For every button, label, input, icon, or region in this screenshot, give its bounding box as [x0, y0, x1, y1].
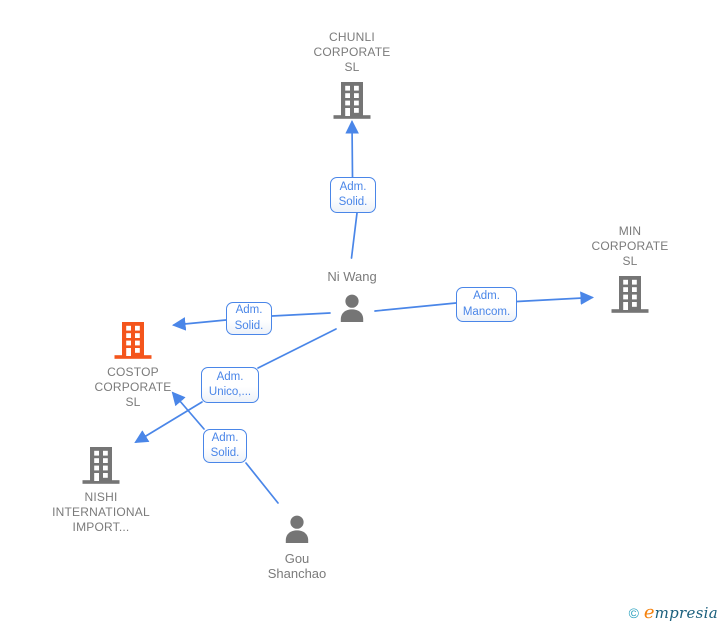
edge-label-line: Solid. [234, 319, 264, 332]
edge-niwang-nishi [134, 328, 337, 444]
company-name: CHUNLI CORPORATE SL [314, 30, 391, 75]
company-node-min[interactable]: MIN CORPORATE SL [570, 224, 690, 313]
edge-label-line: Adm. [235, 304, 263, 316]
brand-rest: mpresia [654, 604, 718, 622]
person-name-line: Shanchao [267, 566, 327, 581]
edge-label-line: Adm. [216, 370, 244, 383]
edge-label-niwang-costop[interactable]: Adm. Solid. [226, 302, 272, 335]
person-node-gou-shanchao[interactable]: Gou Shanchao [247, 515, 347, 581]
person-name: Gou Shanchao [268, 551, 327, 581]
company-name: MIN CORPORATE SL [592, 224, 669, 269]
company-name-line: COSTOP [107, 365, 159, 379]
building-icon [82, 447, 120, 484]
company-name-line: IMPORT... [72, 520, 130, 534]
edge-label-niwang-chunli[interactable]: Adm. Solid. [330, 177, 376, 213]
company-name-line: INTERNATIONAL [52, 505, 150, 519]
person-name-line: Gou [284, 551, 310, 566]
edge-label-line: Adm. [339, 180, 367, 193]
brand-lead-letter: e [643, 602, 655, 623]
company-name-line: SL [125, 395, 141, 409]
edge-label-line: Mancom. [462, 305, 511, 318]
company-name-line: SL [622, 254, 638, 268]
company-name-line: CORPORATE [313, 45, 391, 59]
company-name-line: NISHI [84, 490, 118, 504]
person-name: Ni Wang [327, 269, 376, 284]
edge-label-line: Solid. [210, 447, 240, 459]
company-name-line: SL [344, 60, 360, 74]
edge-label-line: Adm. [211, 431, 239, 444]
person-icon [282, 515, 312, 543]
person-icon [337, 294, 367, 322]
company-name-line: CHUNLI [329, 30, 375, 44]
company-name: NISHI INTERNATIONAL IMPORT... [52, 490, 150, 535]
company-node-costop[interactable]: COSTOP CORPORATE SL [73, 322, 193, 410]
company-node-chunli[interactable]: CHUNLI CORPORATE SL [292, 30, 412, 119]
company-name-line: CORPORATE [94, 380, 172, 394]
person-node-ni-wang[interactable]: Ni Wang [302, 269, 402, 322]
edge-niwang-min [374, 291, 595, 312]
edge-label-line: Adm. [473, 290, 500, 302]
edge-gou-costop [171, 391, 279, 504]
building-icon [611, 276, 649, 313]
building-icon-highlighted [114, 322, 152, 359]
edge-label-line: Unico,... [208, 386, 252, 398]
edge-niwang-chunli [345, 119, 359, 259]
company-name-line: MIN [618, 224, 642, 238]
edge-label-gou-costop[interactable]: Adm. Solid. [203, 429, 247, 463]
building-icon [333, 82, 371, 119]
company-name-line: CORPORATE [591, 239, 669, 253]
edge-niwang-costop [171, 312, 331, 331]
brand-wordmark: empresia [644, 602, 718, 623]
copyright-symbol: © [628, 605, 639, 621]
empresia-logo-link[interactable]: © empresia [629, 602, 718, 623]
edge-label-niwang-nishi[interactable]: Adm. Unico,... [201, 367, 259, 403]
edge-label-line: Solid. [338, 196, 368, 208]
person-name-line: Ni Wang [327, 269, 377, 284]
company-node-nishi[interactable]: NISHI INTERNATIONAL IMPORT... [41, 447, 161, 535]
edge-label-niwang-min[interactable]: Adm. Mancom. [456, 287, 517, 322]
company-name: COSTOP CORPORATE SL [95, 365, 172, 410]
